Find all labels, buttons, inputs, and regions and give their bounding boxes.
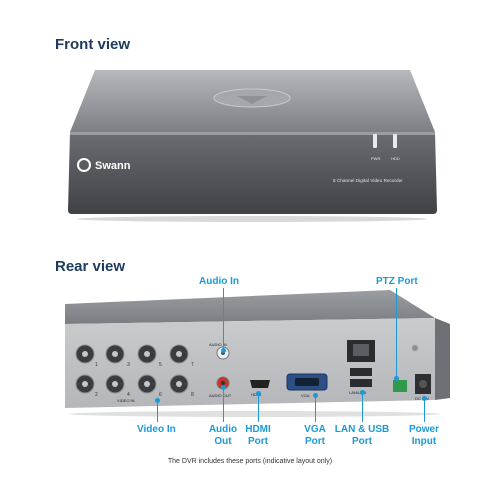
- dvr-front-drawing: [68, 70, 437, 222]
- bnc-number-2: 2: [95, 392, 98, 398]
- vga-dot: [313, 393, 318, 398]
- bnc-number-1: 1: [95, 362, 98, 368]
- audio-in-line: [223, 288, 225, 350]
- label-vga-port: VGA Port: [304, 424, 326, 447]
- front-subtitle: 8 Channel Digital Video Recorder: [333, 178, 403, 183]
- front-view-heading: Front view: [55, 36, 131, 53]
- ptz-port-line: [396, 288, 398, 378]
- hdmi-dot: [256, 391, 261, 396]
- vga-line: [315, 395, 317, 422]
- swann-logo-icon: [77, 158, 91, 172]
- dvr-rear-drawing: 1 3 5 7 2 4 6 8: [65, 290, 450, 417]
- bnc-number-5: 5: [159, 362, 162, 368]
- audio-in-dot: [221, 348, 226, 353]
- video-in-mark: VIDEO IN: [117, 398, 135, 403]
- footnote: The DVR includes these ports (indicative…: [167, 458, 333, 465]
- label-video-in: Video In: [137, 424, 176, 435]
- audio-out-line: [223, 387, 225, 422]
- lan-usb-dot: [360, 390, 365, 395]
- label-audio-in: Audio In: [199, 276, 239, 287]
- label-power-input: Power Input: [408, 424, 439, 447]
- video-in-dot: [155, 398, 160, 403]
- lan-usb-mark: LAN/USB: [349, 390, 367, 395]
- audio-out-mark: AUDIO OUT: [209, 393, 232, 398]
- bnc-connectors: [75, 344, 189, 394]
- audio-in-mark: AUDIO IN: [209, 342, 227, 347]
- label-lan-usb-port: LAN & USB Port: [334, 424, 390, 447]
- bnc-number-4: 4: [127, 392, 130, 398]
- video-in-line: [157, 400, 159, 422]
- bnc-number-7: 7: [191, 362, 194, 368]
- indicator-hdd-label: HDD: [391, 156, 400, 161]
- ptz-port-dot: [394, 376, 399, 381]
- brand-name: Swann: [95, 160, 131, 172]
- power-line: [424, 398, 426, 422]
- indicator-pwr-label: PWR: [371, 156, 381, 161]
- bnc-number-3: 3: [127, 362, 130, 368]
- audio-out-dot: [221, 385, 226, 390]
- vga-mark: VGA: [301, 393, 310, 398]
- label-hdmi-port: HDMI Port: [245, 424, 271, 447]
- hdmi-line: [258, 393, 260, 422]
- bnc-number-8: 8: [191, 392, 194, 398]
- label-ptz-port: PTZ Port: [376, 276, 418, 287]
- power-dot: [422, 396, 427, 401]
- label-audio-out: Audio Out: [208, 424, 238, 447]
- dvr-front-image: Swann 8 Channel Digital Video Recorder P…: [55, 62, 450, 222]
- rear-view-heading: Rear view: [55, 258, 126, 275]
- bnc-number-6: 6: [159, 392, 162, 398]
- lan-usb-line: [362, 392, 364, 422]
